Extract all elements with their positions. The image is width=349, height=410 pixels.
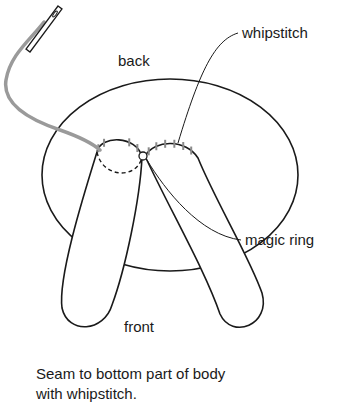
magic-ring xyxy=(139,152,147,160)
part-label: front xyxy=(124,318,154,335)
part-label: whipstitch xyxy=(242,24,308,41)
stitch-mark xyxy=(173,140,175,148)
stitch-mark xyxy=(103,139,105,147)
stitch-mark xyxy=(148,147,150,155)
leader-line xyxy=(147,160,241,240)
yarn xyxy=(6,22,100,150)
hidden-edge xyxy=(97,152,142,173)
stitch-mark xyxy=(155,142,157,150)
stitch-mark xyxy=(128,138,130,146)
stitch-mark xyxy=(182,142,184,150)
needle-eye xyxy=(52,10,58,17)
part-label: magic ring xyxy=(245,231,314,248)
stitch-mark xyxy=(164,140,166,148)
needle xyxy=(26,6,62,52)
leader-line xyxy=(178,33,238,143)
left-leg xyxy=(62,140,142,327)
stitch-mark xyxy=(136,144,138,152)
caption: Seam to bottom part of body with whipsti… xyxy=(36,364,236,403)
stitch-mark xyxy=(190,147,192,155)
part-label: back xyxy=(118,52,150,69)
